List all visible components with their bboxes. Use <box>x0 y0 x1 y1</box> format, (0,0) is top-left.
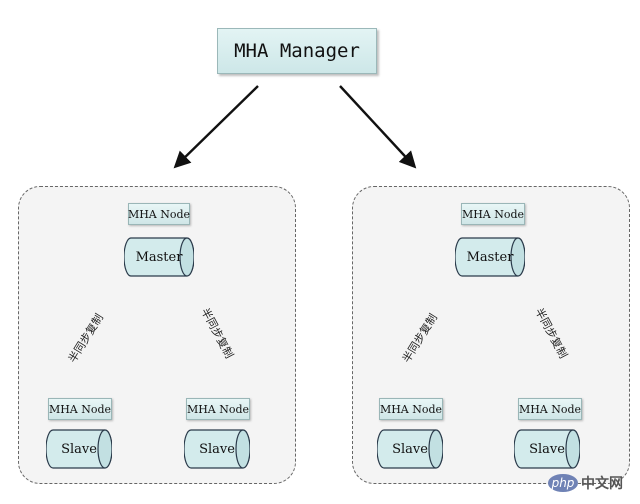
cluster-1-slave-1-label: Slave <box>61 441 97 457</box>
database-cylinder-icon <box>455 237 525 277</box>
cluster-2-slave-1-label: Slave <box>392 441 428 457</box>
cluster-2-slave-1-mha-node: MHA Node <box>379 398 443 420</box>
mha-manager-box: MHA Manager <box>217 28 377 74</box>
cluster-1-master-mha-node: MHA Node <box>128 203 190 225</box>
cluster-2-master-label: Master <box>466 249 514 265</box>
cluster-2-master-mha-node: MHA Node <box>461 203 525 225</box>
cluster-1-master-label: Master <box>135 249 183 265</box>
watermark-site-name: 中文网 <box>581 476 623 492</box>
watermark: php 中文网 <box>548 472 623 494</box>
database-cylinder-icon <box>46 429 112 469</box>
cluster-1-slave-2-label: Slave <box>199 441 235 457</box>
cluster-1-master-db: Master <box>124 237 194 277</box>
cluster-2-slave-2-mha-node: MHA Node <box>518 398 582 420</box>
cluster-2-slave-2-label: Slave <box>529 441 565 457</box>
database-cylinder-icon <box>124 237 194 277</box>
database-cylinder-icon <box>514 429 580 469</box>
cluster-1-slave-1-mha-node: MHA Node <box>48 398 112 420</box>
cluster-2-master-db: Master <box>455 237 525 277</box>
manager-to-cluster-1-arrow <box>173 85 259 169</box>
manager-to-cluster-2-arrow <box>339 85 417 169</box>
cluster-1-slave-2-db: Slave <box>184 429 250 469</box>
cluster-2-slave-1-db: Slave <box>377 429 443 469</box>
php-logo: php <box>548 474 578 492</box>
cluster-1-slave-2-mha-node: MHA Node <box>186 398 250 420</box>
cluster-2-slave-2-db: Slave <box>514 429 580 469</box>
cluster-1-slave-1-db: Slave <box>46 429 112 469</box>
database-cylinder-icon <box>377 429 443 469</box>
database-cylinder-icon <box>184 429 250 469</box>
